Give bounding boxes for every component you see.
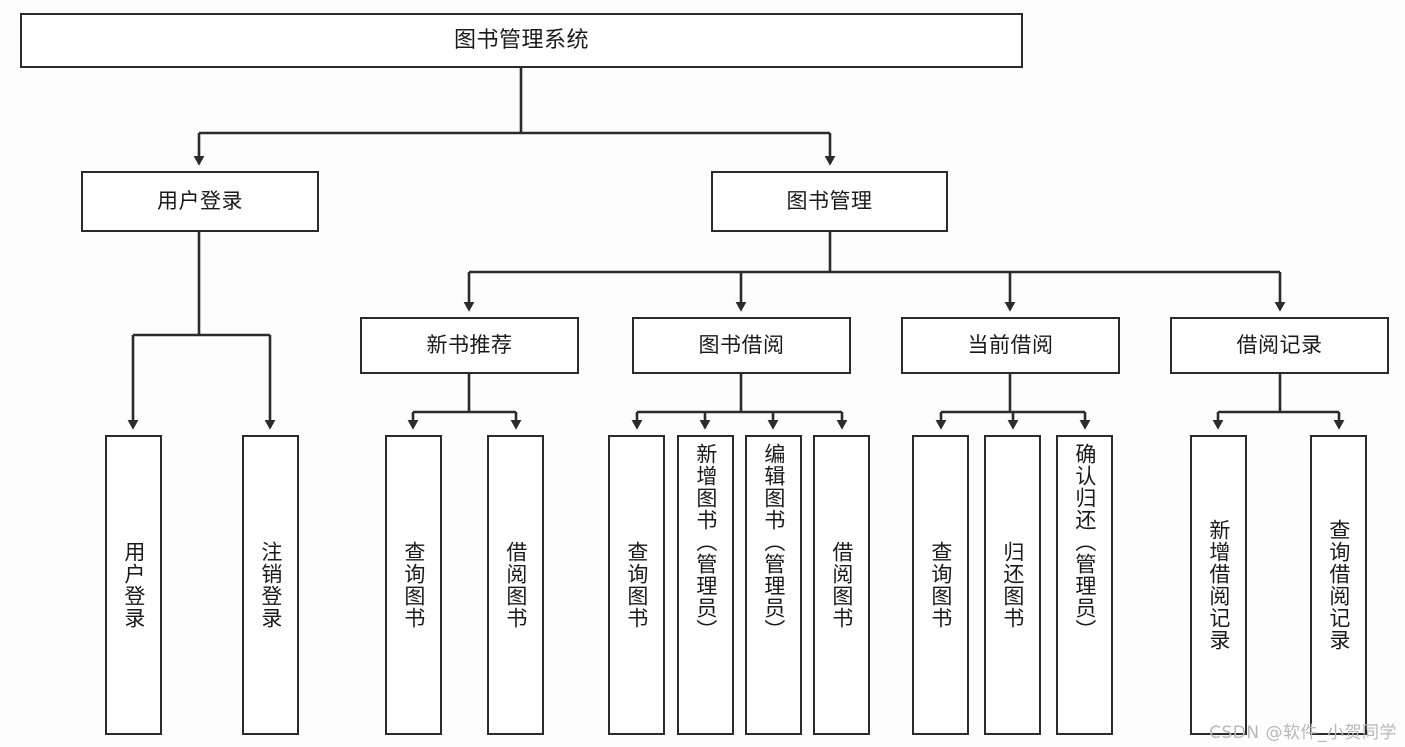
node-root[interactable]: 图书管理系统: [20, 13, 1023, 68]
node-leaf-user-login-label: 用户登录: [121, 541, 146, 629]
node-root-label: 图书管理系统: [453, 27, 589, 53]
node-leaf-query-book[interactable]: 查询图书: [608, 435, 665, 735]
node-leaf-return-book-label: 归还图书: [1000, 541, 1025, 629]
node-current-borrow-label: 当前借阅: [967, 333, 1054, 357]
node-leaf-query-record[interactable]: 查询借阅记录: [1310, 435, 1367, 735]
node-user-login[interactable]: 用户登录: [81, 171, 319, 232]
node-leaf-edit-book[interactable]: 编辑图书（管理员）: [745, 435, 802, 735]
node-user-login-label: 用户登录: [157, 189, 243, 213]
node-leaf-query-book-label: 查询图书: [624, 541, 649, 629]
node-leaf-borrow-book[interactable]: 借阅图书: [813, 435, 870, 735]
node-leaf-borrow-book-label: 借阅图书: [829, 541, 854, 629]
node-book-manage-label: 图书管理: [786, 189, 873, 213]
node-leaf-query-book-cur[interactable]: 查询图书: [912, 435, 969, 735]
node-leaf-add-book[interactable]: 新增图书（管理员）: [677, 435, 734, 735]
node-leaf-borrow-book-rec[interactable]: 借阅图书: [487, 435, 544, 735]
node-leaf-query-book-rec-label: 查询图书: [401, 541, 426, 629]
node-leaf-edit-book-label: 编辑图书（管理员）: [761, 443, 786, 641]
node-leaf-add-record[interactable]: 新增借阅记录: [1190, 435, 1247, 735]
node-borrow-record[interactable]: 借阅记录: [1170, 317, 1389, 374]
node-borrow-record-label: 借阅记录: [1236, 333, 1323, 357]
node-leaf-query-book-cur-label: 查询图书: [928, 541, 953, 629]
node-current-borrow[interactable]: 当前借阅: [901, 317, 1120, 374]
node-leaf-query-record-label: 查询借阅记录: [1326, 519, 1351, 651]
node-leaf-confirm-return[interactable]: 确认归还（管理员）: [1056, 435, 1113, 735]
node-leaf-logout[interactable]: 注销登录: [242, 435, 299, 735]
node-leaf-confirm-return-label: 确认归还（管理员）: [1072, 443, 1097, 641]
node-leaf-user-login[interactable]: 用户登录: [105, 435, 162, 735]
csdn-watermark: CSDN @软件_小贺同学: [1209, 723, 1397, 743]
node-leaf-query-book-rec[interactable]: 查询图书: [385, 435, 442, 735]
node-book-borrow-label: 图书借阅: [698, 333, 785, 357]
node-leaf-add-record-label: 新增借阅记录: [1206, 519, 1231, 651]
node-leaf-logout-label: 注销登录: [258, 541, 283, 629]
node-leaf-return-book[interactable]: 归还图书: [984, 435, 1041, 735]
node-leaf-add-book-label: 新增图书（管理员）: [693, 443, 718, 641]
node-book-manage[interactable]: 图书管理: [711, 171, 948, 232]
node-new-book-rec[interactable]: 新书推荐: [360, 317, 579, 374]
node-leaf-borrow-book-rec-label: 借阅图书: [503, 541, 528, 629]
node-new-book-rec-label: 新书推荐: [426, 333, 513, 357]
node-book-borrow[interactable]: 图书借阅: [632, 317, 851, 374]
